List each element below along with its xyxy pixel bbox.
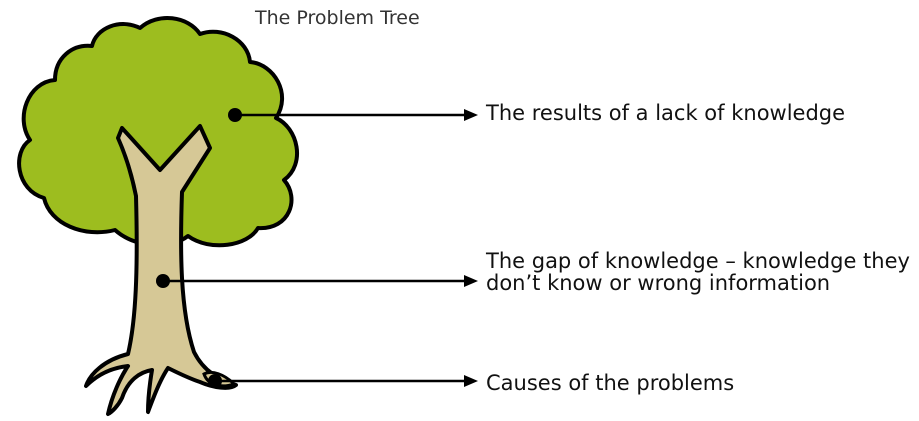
tree-trunk <box>84 124 238 416</box>
tree-canopy <box>17 15 300 248</box>
causes-arrowhead <box>464 375 478 387</box>
results-arrowhead <box>464 109 478 121</box>
gap-label: The gap of knowledge – knowledge they do… <box>486 250 910 294</box>
causes-label: Causes of the problems <box>486 371 735 395</box>
gap-label-line-1: The gap of knowledge – knowledge they <box>486 249 910 273</box>
gap-label-line-2: don’t know or wrong information <box>486 271 831 295</box>
results-label: The results of a lack of knowledge <box>486 101 846 125</box>
gap-arrowhead <box>464 275 478 287</box>
diagram-title: The Problem Tree <box>255 7 420 29</box>
